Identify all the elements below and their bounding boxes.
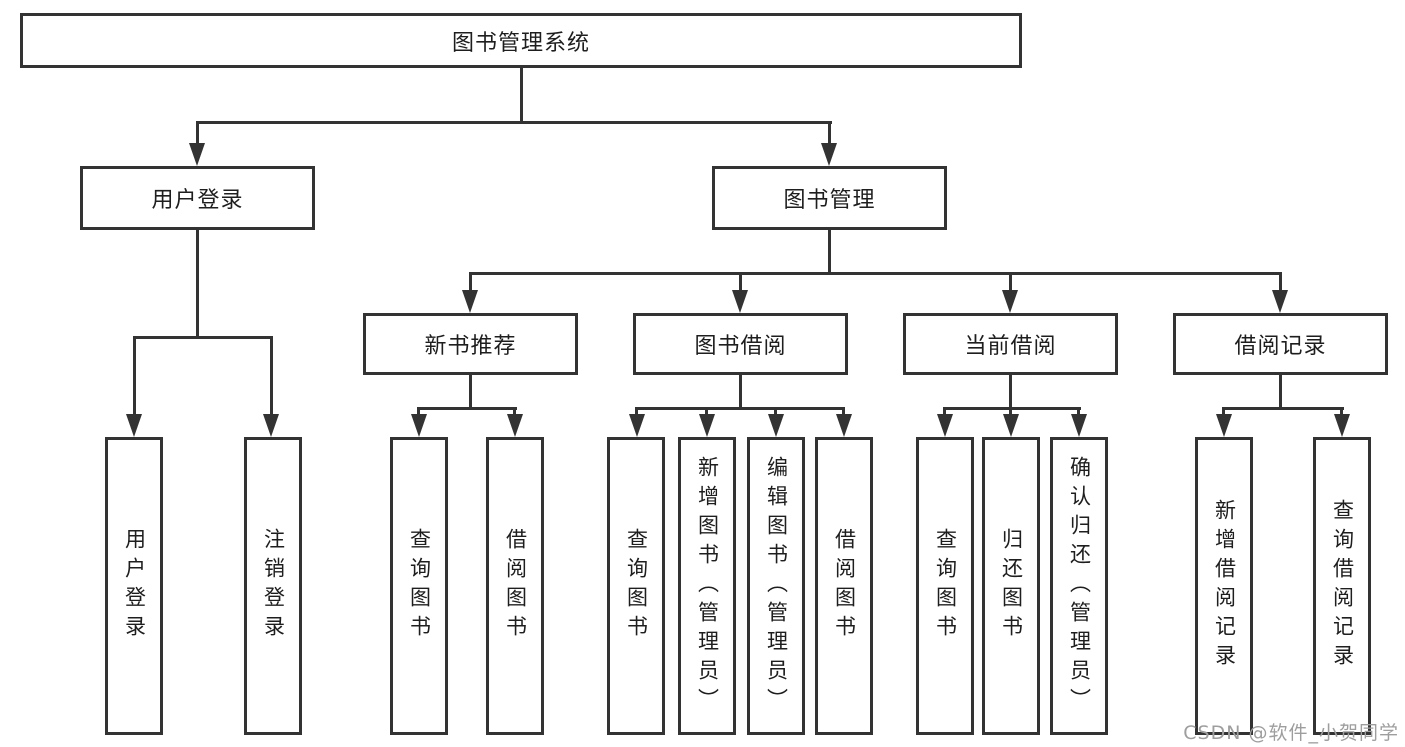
arrowhead [937, 414, 953, 437]
connector [133, 336, 136, 417]
connector [513, 407, 516, 417]
connector [133, 336, 273, 339]
connector [469, 272, 1282, 275]
connector [842, 407, 845, 417]
leaf-user-login-label: 用户登录 [122, 528, 147, 644]
connector [828, 121, 831, 146]
leaf-borrow-books-label: 借阅图书 [832, 528, 857, 644]
leaf-edit-book-admin-label: 编辑图书（管理员） [764, 455, 789, 717]
arrowhead [1003, 414, 1019, 437]
arrowhead [699, 414, 715, 437]
leaf-add-borrow-record: 新增借阅记录 [1195, 437, 1253, 735]
connector [1009, 272, 1012, 294]
arrowhead [1071, 414, 1087, 437]
connector [1222, 407, 1225, 417]
arrowhead [821, 143, 837, 166]
connector [417, 407, 420, 417]
arrowhead [1334, 414, 1350, 437]
connector [828, 230, 831, 275]
node-current-borrowing-label: 当前借阅 [964, 334, 1057, 359]
arrowhead [732, 290, 748, 313]
connector [705, 407, 708, 417]
leaf-query-books-current: 查询图书 [916, 437, 974, 735]
connector [469, 272, 472, 294]
leaf-user-login: 用户登录 [105, 437, 163, 735]
connector [943, 407, 946, 417]
arrowhead [263, 414, 279, 437]
leaf-add-book-admin: 新增图书（管理员） [678, 437, 736, 735]
leaf-borrow-books-recommend: 借阅图书 [486, 437, 544, 735]
connector [1279, 375, 1282, 410]
leaf-query-borrow-record-label: 查询借阅记录 [1330, 499, 1355, 673]
leaf-query-books-recommend-label: 查询图书 [407, 528, 432, 644]
leaf-query-books-recommend: 查询图书 [390, 437, 448, 735]
leaf-edit-book-admin: 编辑图书（管理员） [747, 437, 805, 735]
connector [774, 407, 777, 417]
connector [739, 272, 742, 294]
node-book-borrowing-label: 图书借阅 [694, 334, 787, 359]
leaf-confirm-return-admin: 确认归还（管理员） [1050, 437, 1108, 735]
arrowhead [462, 290, 478, 313]
node-current-borrowing: 当前借阅 [903, 313, 1118, 375]
csdn-watermark: CSDN @软件_小贺同学 [1183, 722, 1399, 744]
node-root: 图书管理系统 [20, 13, 1022, 68]
node-root-label: 图书管理系统 [451, 30, 590, 56]
connector [943, 407, 1081, 410]
leaf-return-books: 归还图书 [982, 437, 1040, 735]
leaf-logout-label: 注销登录 [261, 528, 286, 644]
arrowhead [629, 414, 645, 437]
arrowhead [189, 143, 205, 166]
arrowhead [768, 414, 784, 437]
arrowhead [1272, 290, 1288, 313]
leaf-borrow-books: 借阅图书 [815, 437, 873, 735]
arrowhead [836, 414, 852, 437]
leaf-logout: 注销登录 [244, 437, 302, 735]
node-user-login-label: 用户登录 [151, 188, 244, 213]
connector [469, 375, 472, 410]
leaf-query-borrow-record: 查询借阅记录 [1313, 437, 1371, 735]
leaf-query-books-borrowing-label: 查询图书 [624, 528, 649, 644]
leaf-add-book-admin-label: 新增图书（管理员） [695, 455, 720, 717]
arrowhead [411, 414, 427, 437]
connector [196, 230, 199, 339]
connector [635, 407, 638, 417]
connector [196, 121, 832, 124]
node-new-book-recommend-label: 新书推荐 [424, 334, 517, 359]
node-book-borrowing: 图书借阅 [633, 313, 848, 375]
connector [1340, 407, 1343, 417]
node-user-login: 用户登录 [80, 166, 315, 230]
arrowhead [507, 414, 523, 437]
arrowhead [126, 414, 142, 437]
connector [1009, 407, 1012, 417]
connector [739, 375, 742, 410]
node-new-book-recommend: 新书推荐 [363, 313, 578, 375]
arrowhead [1216, 414, 1232, 437]
connector [1222, 407, 1344, 410]
connector [1009, 375, 1012, 410]
arrowhead [1002, 290, 1018, 313]
connector [270, 336, 273, 417]
connector [196, 121, 199, 146]
connector [1077, 407, 1080, 417]
connector [417, 407, 517, 410]
node-borrowing-records: 借阅记录 [1173, 313, 1388, 375]
leaf-query-books-current-label: 查询图书 [933, 528, 958, 644]
connector [635, 407, 845, 410]
connector [1279, 272, 1282, 294]
leaf-query-books-borrowing: 查询图书 [607, 437, 665, 735]
leaf-borrow-books-recommend-label: 借阅图书 [503, 528, 528, 644]
leaf-add-borrow-record-label: 新增借阅记录 [1212, 499, 1237, 673]
leaf-return-books-label: 归还图书 [999, 528, 1024, 644]
connector [520, 68, 523, 123]
node-book-management: 图书管理 [712, 166, 947, 230]
node-book-management-label: 图书管理 [783, 188, 876, 213]
node-borrowing-records-label: 借阅记录 [1234, 334, 1327, 359]
leaf-confirm-return-admin-label: 确认归还（管理员） [1067, 455, 1092, 717]
